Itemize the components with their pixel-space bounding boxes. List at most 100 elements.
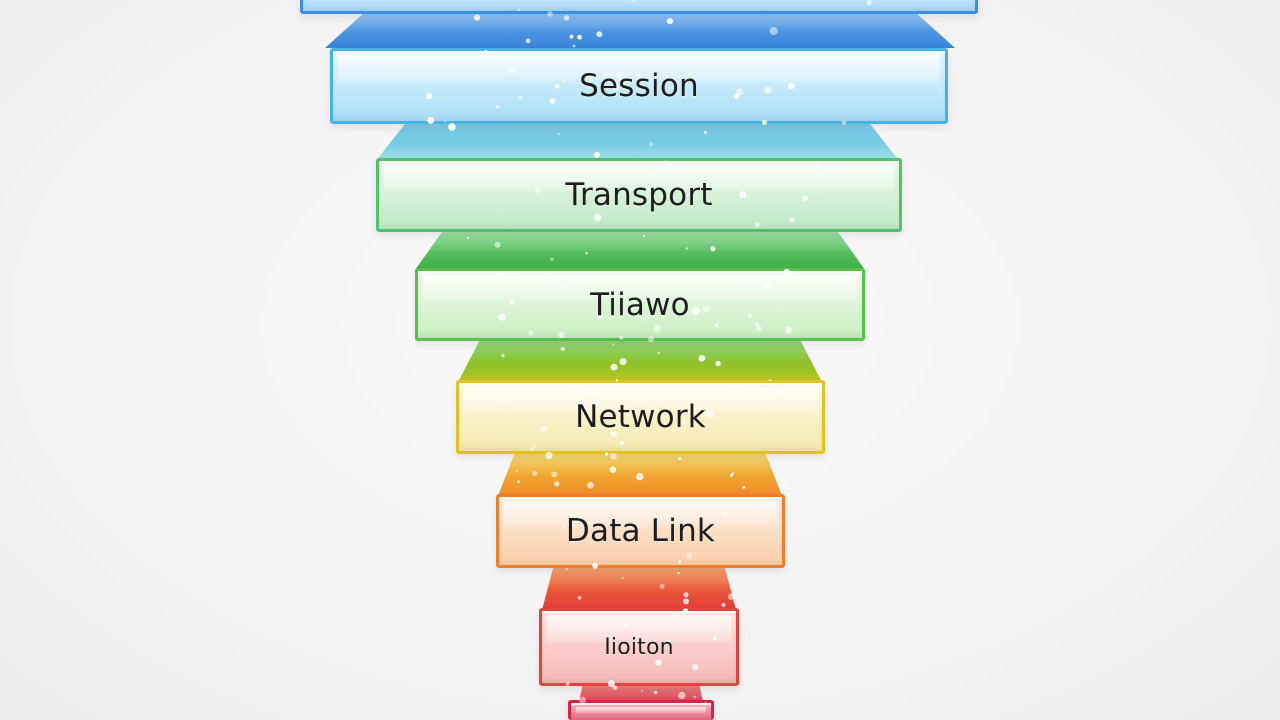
sparkle [623,622,627,627]
sparkle [614,422,618,427]
sparkle [815,191,817,193]
sparkle [579,696,586,704]
sparkle [698,355,706,362]
sparkle [621,576,624,580]
sparkle [657,351,660,355]
sparkle [642,234,645,238]
layer-data-link: Data Link [496,494,785,568]
sparkle [549,98,556,104]
layer-label: Tiiawo [590,286,690,323]
sparkle [612,638,616,642]
sparkle [609,466,616,473]
sparkle [619,335,624,340]
sparkle [593,213,602,221]
sparkle [693,695,697,699]
sparkle [565,682,570,686]
layer-physical: Iioiton [539,608,739,686]
layer-label: Iioiton [604,634,674,660]
sparkle [769,27,778,36]
sparkle [686,552,693,559]
sparkle [552,277,556,282]
sparkle [516,470,518,473]
sparkle [628,181,632,184]
sparkle [678,560,682,564]
layer-label: Data Link [565,513,716,549]
sparkle [587,481,594,489]
sparkle [739,191,747,199]
sparkle [683,598,689,605]
sparkle [646,172,652,178]
sparkle [682,608,689,614]
layer-network: Network [456,380,825,454]
sparkle [728,593,735,600]
sparkle [713,636,718,641]
sparkle [702,305,710,313]
sparkle [704,701,708,706]
sparkle [508,66,516,73]
sparkle [659,583,665,589]
sparkle [657,399,661,402]
sparkle [578,400,586,408]
sparkle [785,326,793,334]
sparkle [495,271,501,277]
sparkle [731,471,735,475]
sparkle [540,425,547,432]
sparkle [721,602,726,608]
sparkle [502,397,507,402]
sparkle [650,619,654,623]
sparkle [558,331,565,339]
sparkle [666,18,674,25]
sparkle [517,8,521,11]
sparkle [653,324,661,333]
layer-label: Network [575,399,706,435]
sparkle [678,457,681,460]
sparkle [631,0,637,3]
sparkle [636,525,640,529]
sparkle [596,31,603,38]
sparkle [789,169,795,175]
sparkle [685,247,688,250]
connector-band [498,452,782,496]
sparkle [563,526,566,529]
sparkle [714,323,719,327]
sparkle [518,95,523,101]
sparkle [815,171,820,175]
sparkle [474,14,481,21]
sparkle [715,360,721,367]
layer-bottom-partial [568,700,714,720]
sparkle [866,0,872,6]
sparkle [778,389,784,396]
sparkle [761,119,768,125]
sparkle [632,177,635,180]
sparkle [517,480,520,484]
sparkle [653,690,658,695]
sparkle [683,592,689,598]
sparkle [636,75,641,80]
sparkle [816,161,820,166]
sparkle [769,379,772,382]
sparkle [619,440,625,446]
sparkle [509,299,515,305]
sparkle [598,521,601,523]
sparkle [706,410,714,418]
sparkle [494,241,501,248]
sparkle [565,285,568,288]
sparkle [577,595,582,600]
sparkle [641,689,643,692]
sparkle [425,93,433,100]
sparkle [710,246,716,252]
sparkle [692,664,699,671]
sparkle [789,217,795,223]
sparkle [826,211,829,213]
sparkle [692,307,700,316]
sparkle [594,151,600,158]
sparkle [611,83,620,91]
layer-label: Session [579,68,699,104]
sparkle [526,506,529,509]
sparkle [649,142,654,146]
sparkle [622,420,626,423]
sparkle [554,481,560,487]
sparkle [427,116,435,124]
sparkle [742,486,746,489]
sparkle [670,514,674,518]
